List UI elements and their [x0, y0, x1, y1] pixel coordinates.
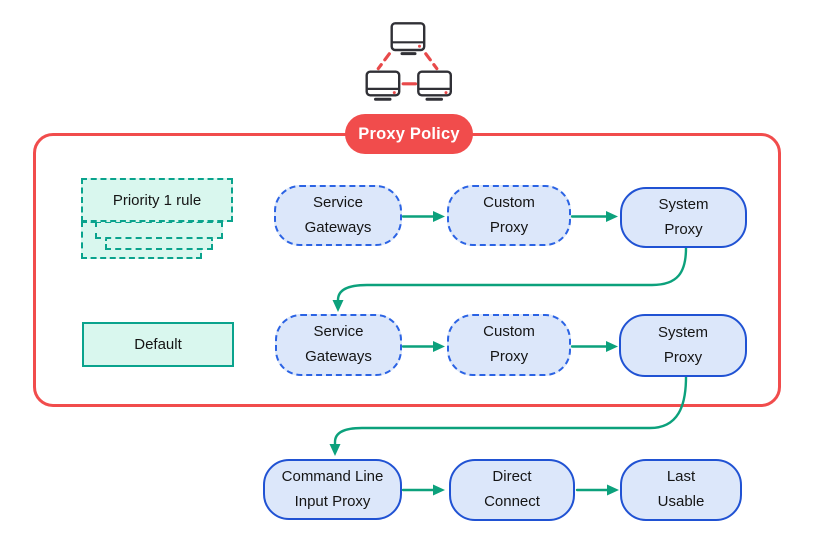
- node-service-gateways-2: Service Gateways: [275, 314, 402, 376]
- node-system-proxy-1: System Proxy: [620, 187, 747, 248]
- priority-rule-tag: Priority 1 rule: [81, 178, 233, 222]
- node-system-proxy-2: System Proxy: [619, 314, 747, 377]
- node-command-line-input-proxy: Command Line Input Proxy: [263, 459, 402, 520]
- policy-title: Proxy Policy: [358, 124, 460, 143]
- network-computers-icon: [365, 22, 452, 101]
- node-last-usable: Last Usable: [620, 459, 742, 521]
- default-rule-tag: Default: [82, 322, 234, 367]
- priority-rule-label: Priority 1 rule: [112, 191, 202, 209]
- node-custom-proxy-2: Custom Proxy: [447, 314, 571, 376]
- priority-stack-layer-1: [95, 221, 223, 239]
- node-service-gateways-1: Service Gateways: [274, 185, 402, 246]
- policy-title-pill: Proxy Policy: [345, 114, 473, 154]
- node-direct-connect: Direct Connect: [449, 459, 575, 521]
- node-custom-proxy-1: Custom Proxy: [447, 185, 571, 246]
- default-rule-label: Default: [134, 336, 182, 353]
